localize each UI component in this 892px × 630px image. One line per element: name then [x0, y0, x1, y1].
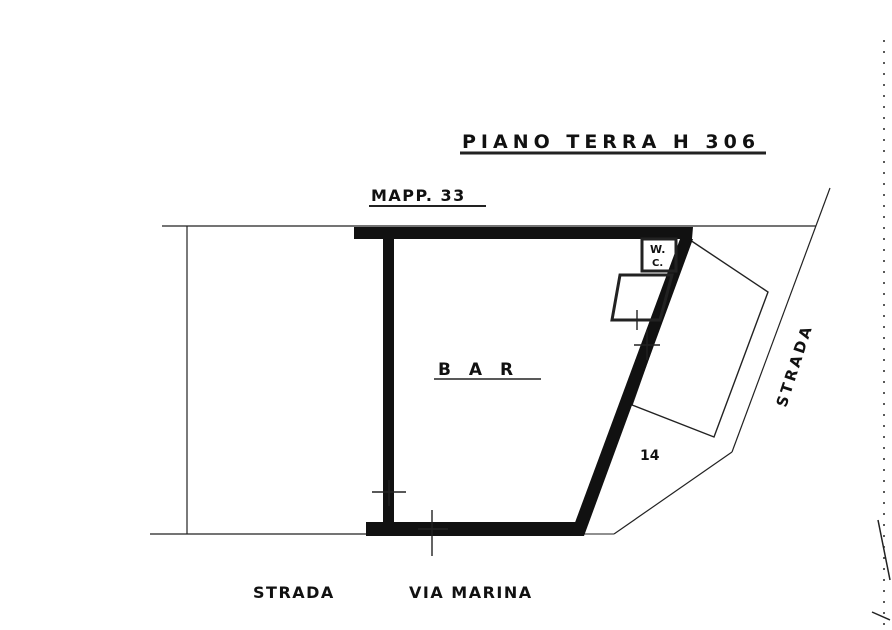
street-label-bottom-prefix: STRADA: [253, 583, 335, 602]
toilet-sublabel: C.: [652, 258, 663, 269]
toilet-block: W. C.: [610, 237, 678, 322]
plan-title: PIANO TERRA H 306: [462, 131, 760, 153]
street-label-bottom-name: VIA MARINA: [409, 583, 533, 602]
parcel-label: MAPP. 33: [371, 186, 466, 205]
bar-walls: [354, 227, 693, 536]
scan-edge-marks: [871, 40, 891, 630]
opening-markers: [372, 310, 660, 556]
toilet-label: W.: [650, 243, 665, 256]
neighbour-number: 14: [640, 448, 660, 464]
street-label-right: STRADA: [773, 322, 817, 410]
room-label: B A R: [438, 360, 519, 380]
